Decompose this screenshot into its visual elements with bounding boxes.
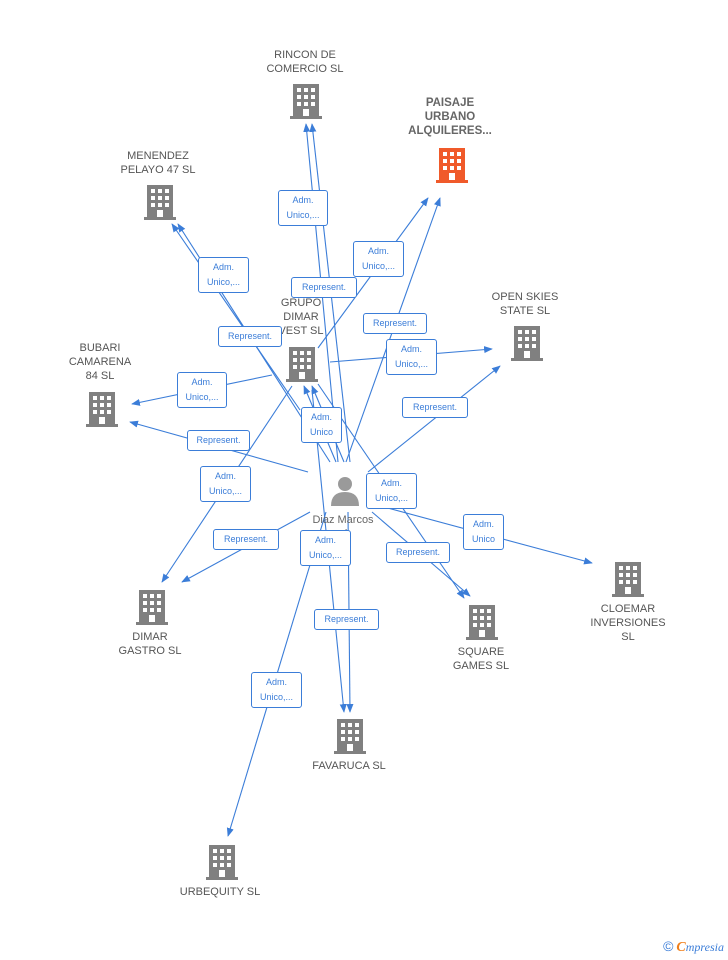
company-label-dimar[interactable]: DIMAR GASTRO SL <box>118 631 182 657</box>
building-icon[interactable] <box>466 605 498 640</box>
edge-label[interactable]: Adm. Unico,... <box>198 257 249 293</box>
building-icon[interactable] <box>612 562 644 597</box>
company-label-paisaje[interactable]: PAISAJE URBANO ALQUILERES... <box>408 97 492 137</box>
empresia-logo[interactable]: ©Cmpresia <box>663 938 724 956</box>
company-label-bubari[interactable]: BUBARI CAMARENA 84 SL <box>68 342 132 382</box>
edge-label[interactable]: Represent. <box>314 609 379 630</box>
copyright-icon: © <box>663 938 674 954</box>
company-label-square[interactable]: SQUARE GAMES SL <box>452 646 510 672</box>
edge-label[interactable]: Represent. <box>291 277 357 298</box>
building-icon[interactable] <box>511 326 543 361</box>
edge-label[interactable]: Represent. <box>386 542 450 563</box>
building-icon[interactable] <box>206 845 238 880</box>
company-label-grupo[interactable]: GRUPO DIMAR VEST SL <box>278 297 324 337</box>
edge-label[interactable]: Represent. <box>213 529 279 550</box>
building-icon[interactable] <box>136 590 168 625</box>
edge-label[interactable]: Represent. <box>187 430 250 451</box>
person-icon[interactable] <box>331 477 359 506</box>
building-icon[interactable] <box>436 148 468 183</box>
company-label-cloemar[interactable]: CLOEMAR INVERSIONES SL <box>590 603 666 643</box>
edge-person-menendez-a <box>171 223 301 411</box>
edge-label[interactable]: Adm. Unico,... <box>366 473 417 509</box>
building-icon[interactable] <box>86 392 118 427</box>
company-label-rincon[interactable]: RINCON DE COMERCIO SL <box>266 49 344 75</box>
edge-label[interactable]: Adm. Unico,... <box>278 190 328 226</box>
building-icon[interactable] <box>144 185 176 220</box>
edge-label[interactable]: Represent. <box>218 326 282 347</box>
company-label-openskies[interactable]: OPEN SKIES STATE SL <box>491 291 559 317</box>
brand-initial: C <box>676 940 686 955</box>
edge-label[interactable]: Adm. Unico,... <box>386 339 437 375</box>
edge-label[interactable]: Adm. Unico,... <box>353 241 404 277</box>
edge-label[interactable]: Represent. <box>363 313 427 334</box>
building-icon[interactable] <box>286 347 318 382</box>
edge-label[interactable]: Adm. Unico,... <box>200 466 251 502</box>
edge-person-openskies <box>367 365 501 473</box>
edge-label[interactable]: Adm. Unico <box>301 407 342 443</box>
edge-label[interactable]: Represent. <box>402 397 468 418</box>
edge-label[interactable]: Adm. Unico,... <box>300 530 351 566</box>
company-label-favaruca[interactable]: FAVARUCA SL <box>312 760 386 772</box>
edge-label[interactable]: Adm. Unico,... <box>177 372 227 408</box>
building-icon[interactable] <box>334 719 366 754</box>
building-icon[interactable] <box>290 84 322 119</box>
edge-label[interactable]: Adm. Unico <box>463 514 504 550</box>
company-label-menendez[interactable]: MENENDEZ PELAYO 47 SL <box>120 150 196 176</box>
company-label-urbequity[interactable]: URBEQUITY SL <box>179 886 261 898</box>
brand-name: mpresia <box>685 940 724 954</box>
edge-label[interactable]: Adm. Unico,... <box>251 672 302 708</box>
